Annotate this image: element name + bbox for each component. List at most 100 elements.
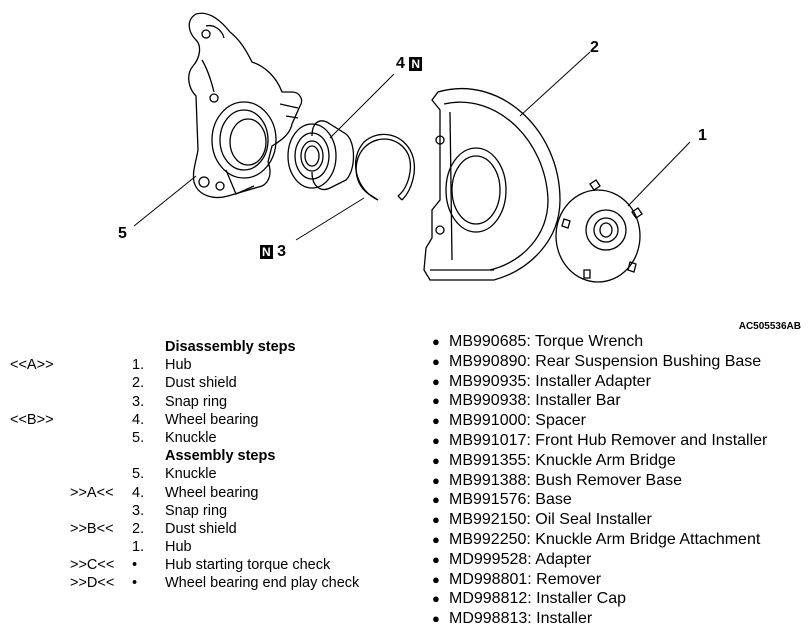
- step-row: >>D<<•Wheel bearing end play check: [0, 574, 420, 592]
- step-text: Assembly steps: [165, 448, 276, 465]
- special-tool-item: ● MD998801: Remover: [432, 570, 767, 590]
- step-row: 3. Snap ring: [0, 393, 420, 411]
- bullet-icon: ●: [432, 551, 440, 567]
- special-tool-item: ● MB991388: Bush Remover Base: [432, 471, 767, 491]
- special-tool-text: MD999528: Adapter: [449, 550, 592, 568]
- special-tool-text: MB990890: Rear Suspension Bushing Base: [449, 352, 762, 370]
- special-tool-item: ● MB990935: Installer Adapter: [432, 372, 767, 392]
- new-part-icon: N: [409, 56, 423, 71]
- bullet-icon: ●: [432, 393, 440, 409]
- step-text: Wheel bearing: [165, 484, 259, 501]
- step-number: •: [132, 557, 138, 574]
- step-number: 2.: [132, 520, 145, 537]
- step-number: 5.: [132, 466, 145, 483]
- bullet-icon: ●: [432, 373, 440, 389]
- step-text: Wheel bearing end play check: [165, 575, 360, 592]
- step-number: 4.: [132, 411, 145, 428]
- special-tool-item: ● MB992150: Oil Seal Installer: [432, 510, 767, 530]
- callout-3: N 3: [260, 244, 286, 260]
- bullet-icon: ●: [432, 413, 440, 429]
- step-reference-mark: <<A>>: [10, 357, 54, 374]
- step-text: Dust shield: [165, 520, 237, 537]
- special-tool-text: MB990938: Installer Bar: [449, 392, 621, 410]
- step-text: Dust shield: [165, 375, 237, 392]
- special-tool-text: MB991000: Spacer: [449, 412, 586, 430]
- bullet-icon: ●: [432, 452, 440, 468]
- special-tool-item: ● MD998813: Installer: [432, 609, 767, 629]
- step-reference-mark: >>A<<: [70, 484, 114, 501]
- bullet-icon: ●: [432, 353, 440, 369]
- step-text: Wheel bearing: [165, 411, 259, 428]
- step-number: 1.: [132, 539, 145, 556]
- special-tool-text: MD998812: Installer Cap: [449, 590, 626, 608]
- knuckle-part: [188, 12, 303, 199]
- bullet-icon: ●: [432, 492, 440, 508]
- bullet-icon: ●: [432, 432, 440, 448]
- bullet-icon: ●: [432, 611, 440, 627]
- step-text: Hub: [165, 539, 192, 556]
- steps-heading: Disassembly steps: [0, 338, 420, 356]
- callout-4: 4 N: [396, 55, 423, 72]
- snap-ring-part: [354, 133, 416, 201]
- procedure-steps: Disassembly steps <<A>> 1. Hub 2. Dust shield…: [0, 338, 420, 593]
- bullet-icon: ●: [432, 571, 440, 587]
- step-row: <<B>> 4. Wheel bearing: [0, 411, 420, 429]
- special-tool-text: MB991388: Bush Remover Base: [449, 471, 683, 489]
- step-row: >>B<< 2. Dust shield: [0, 520, 420, 538]
- step-number: 2.: [132, 375, 145, 392]
- special-tools-list: ●MB990685: Torque Wrench●MB990890: Rear …: [432, 332, 767, 629]
- special-tool-text: MB992250: Knuckle Arm Bridge Attachment: [449, 530, 761, 548]
- callout-3-number: 3: [277, 243, 287, 260]
- step-row: 2. Dust shield: [0, 374, 420, 392]
- bullet-icon: ●: [432, 472, 440, 488]
- step-text: Snap ring: [165, 393, 228, 410]
- step-row: 3. Snap ring: [0, 502, 420, 520]
- callout-5: 5: [118, 225, 127, 242]
- figure-code: AC505536AB: [738, 321, 801, 332]
- step-row: 1. Hub: [0, 538, 420, 556]
- special-tool-text: MD998813: Installer: [449, 610, 593, 628]
- steps-heading: Assembly steps: [0, 447, 420, 465]
- step-text: Knuckle: [165, 466, 217, 483]
- wheel-bearing-part: [287, 120, 355, 191]
- step-reference-mark: >>C<<: [70, 557, 115, 574]
- step-text: Disassembly steps: [165, 339, 296, 355]
- special-tool-item: ● MB991000: Spacer: [432, 411, 767, 431]
- step-reference-mark: <<B>>: [10, 411, 54, 428]
- bullet-icon: ●: [432, 334, 440, 349]
- step-text: Knuckle: [165, 429, 217, 446]
- step-number: 3.: [132, 393, 145, 410]
- special-tool-item: ● MD998812: Installer Cap: [432, 589, 767, 609]
- special-tool-item: ● MB991576: Base: [432, 490, 767, 510]
- bullet-icon: ●: [432, 591, 440, 607]
- special-tool-item: ● MB991017: Front Hub Remover and Install…: [432, 431, 767, 451]
- step-number: 4.: [132, 484, 145, 501]
- special-tool-item: ● MB991355: Knuckle Arm Bridge: [432, 451, 767, 471]
- new-part-icon: N: [260, 244, 273, 259]
- step-row: 5.Knuckle: [0, 429, 420, 447]
- special-tool-item: ●MB990685: Torque Wrench: [432, 332, 767, 352]
- special-tool-item: ●MB992250: Knuckle Arm Bridge Attachment: [432, 530, 767, 550]
- step-text: Hub starting torque check: [165, 557, 331, 574]
- special-tool-item: ● MB990938: Installer Bar: [432, 391, 767, 411]
- special-tool-text: MB991576: Base: [449, 491, 572, 509]
- step-reference-mark: >>B<<: [70, 520, 114, 537]
- special-tool-text: MB992150: Oil Seal Installer: [449, 511, 652, 529]
- callout-2: 2: [590, 39, 599, 56]
- special-tool-text: MD998801: Remover: [449, 570, 602, 588]
- hub-part: [555, 179, 643, 283]
- bullet-icon: ●: [432, 512, 440, 528]
- callout-1: 1: [698, 127, 707, 144]
- step-number: 1.: [132, 357, 145, 374]
- step-row: 5. Knuckle: [0, 465, 420, 483]
- special-tool-item: ● MD999528: Adapter: [432, 550, 767, 570]
- step-text: Hub: [165, 357, 192, 374]
- callout-4-number: 4: [396, 55, 405, 72]
- step-row: >>A<< 4. Wheel bearing: [0, 484, 420, 502]
- special-tool-text: MB990935: Installer Adapter: [449, 372, 651, 390]
- step-number: 3.: [132, 502, 145, 519]
- exploded-view-illustration: [133, 12, 691, 283]
- step-text: Snap ring: [165, 502, 228, 519]
- special-tool-text: MB991017: Front Hub Remover and Installe…: [449, 431, 768, 449]
- special-tool-text: MB991355: Knuckle Arm Bridge: [449, 451, 676, 469]
